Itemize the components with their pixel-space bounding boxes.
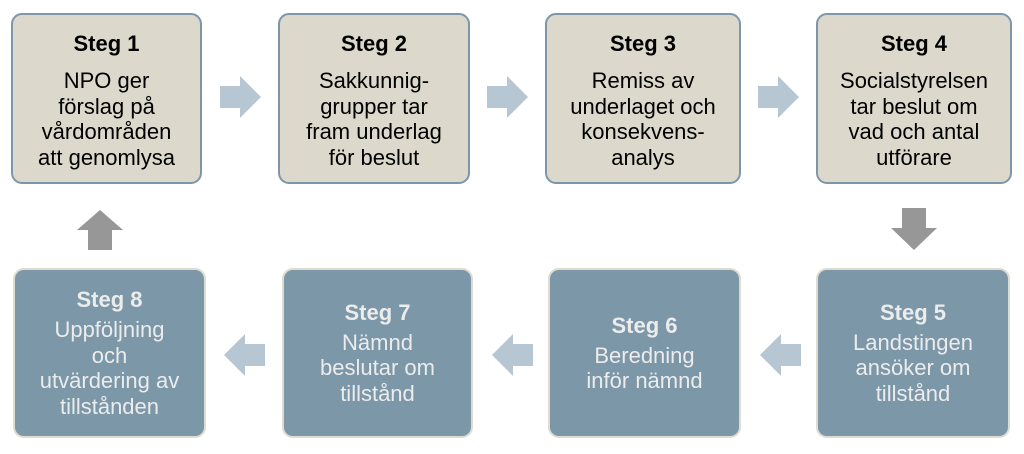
step-2-title: Steg 2 — [340, 31, 408, 56]
arrow-left-icon — [224, 334, 265, 376]
step-4-title: Steg 4 — [880, 31, 948, 56]
arrow-left-icon — [760, 334, 801, 376]
step-6-title: Steg 6 — [611, 312, 678, 338]
arrow-up-icon — [77, 210, 123, 250]
arrow-down-icon — [891, 208, 937, 250]
step-7-title: Steg 7 — [344, 299, 411, 325]
step-3-title: Steg 3 — [609, 31, 677, 56]
step-8-title: Steg 8 — [76, 287, 143, 312]
arrow-right-icon — [487, 76, 528, 118]
arrow-right-icon — [220, 76, 261, 118]
step-1-title: Steg 1 — [73, 31, 140, 56]
step-5-title: Steg 5 — [879, 299, 947, 325]
arrow-right-icon — [758, 76, 799, 118]
arrow-left-icon — [492, 334, 533, 376]
